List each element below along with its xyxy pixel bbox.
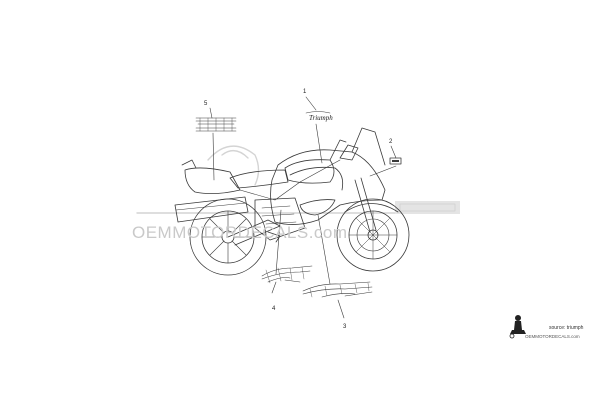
windscreen	[351, 127, 386, 166]
leader-1b	[315, 123, 323, 164]
swingarm	[227, 219, 281, 246]
motorcyclist-icon	[509, 315, 526, 339]
front-wheel	[336, 198, 410, 272]
leader-3b	[317, 214, 331, 285]
leader-1	[305, 96, 317, 111]
motorcycle-illustration	[174, 127, 410, 276]
callout-3: 3	[343, 324, 347, 330]
leader-4	[271, 281, 277, 294]
callout-2: 2	[389, 139, 393, 145]
watermark-text: OEMMOTORDECALS.com	[132, 223, 348, 242]
leader-5b	[212, 132, 215, 181]
leader-2b	[369, 165, 397, 177]
site-credit: OEMMOTORDECALS.com	[525, 334, 580, 339]
decal-side-lettering-right	[302, 281, 373, 298]
decal-side-lettering-left	[261, 265, 313, 284]
fairing-vent	[299, 199, 336, 216]
callout-1: 1	[303, 89, 307, 95]
decal-badge	[389, 157, 402, 165]
engine	[254, 197, 306, 241]
callout-4: 4	[272, 306, 276, 312]
source-credit: source: triumph	[549, 325, 584, 331]
leader-4b	[275, 209, 282, 275]
tail-section	[184, 167, 241, 194]
svg-text:Triumph: Triumph	[309, 114, 333, 122]
watermark-band	[136, 145, 460, 214]
decal-brand-logo: Triumph	[305, 111, 333, 122]
leader-3	[337, 299, 345, 319]
callout-5: 5	[204, 101, 208, 107]
leader-lines	[209, 96, 397, 319]
side-fairing	[270, 149, 386, 225]
leader-2	[390, 145, 397, 159]
exhaust-silencer	[174, 196, 249, 223]
seat	[229, 169, 289, 189]
leader-5	[209, 107, 213, 119]
fuel-tank	[284, 159, 335, 184]
decal-model-lettering-rear	[195, 117, 237, 132]
